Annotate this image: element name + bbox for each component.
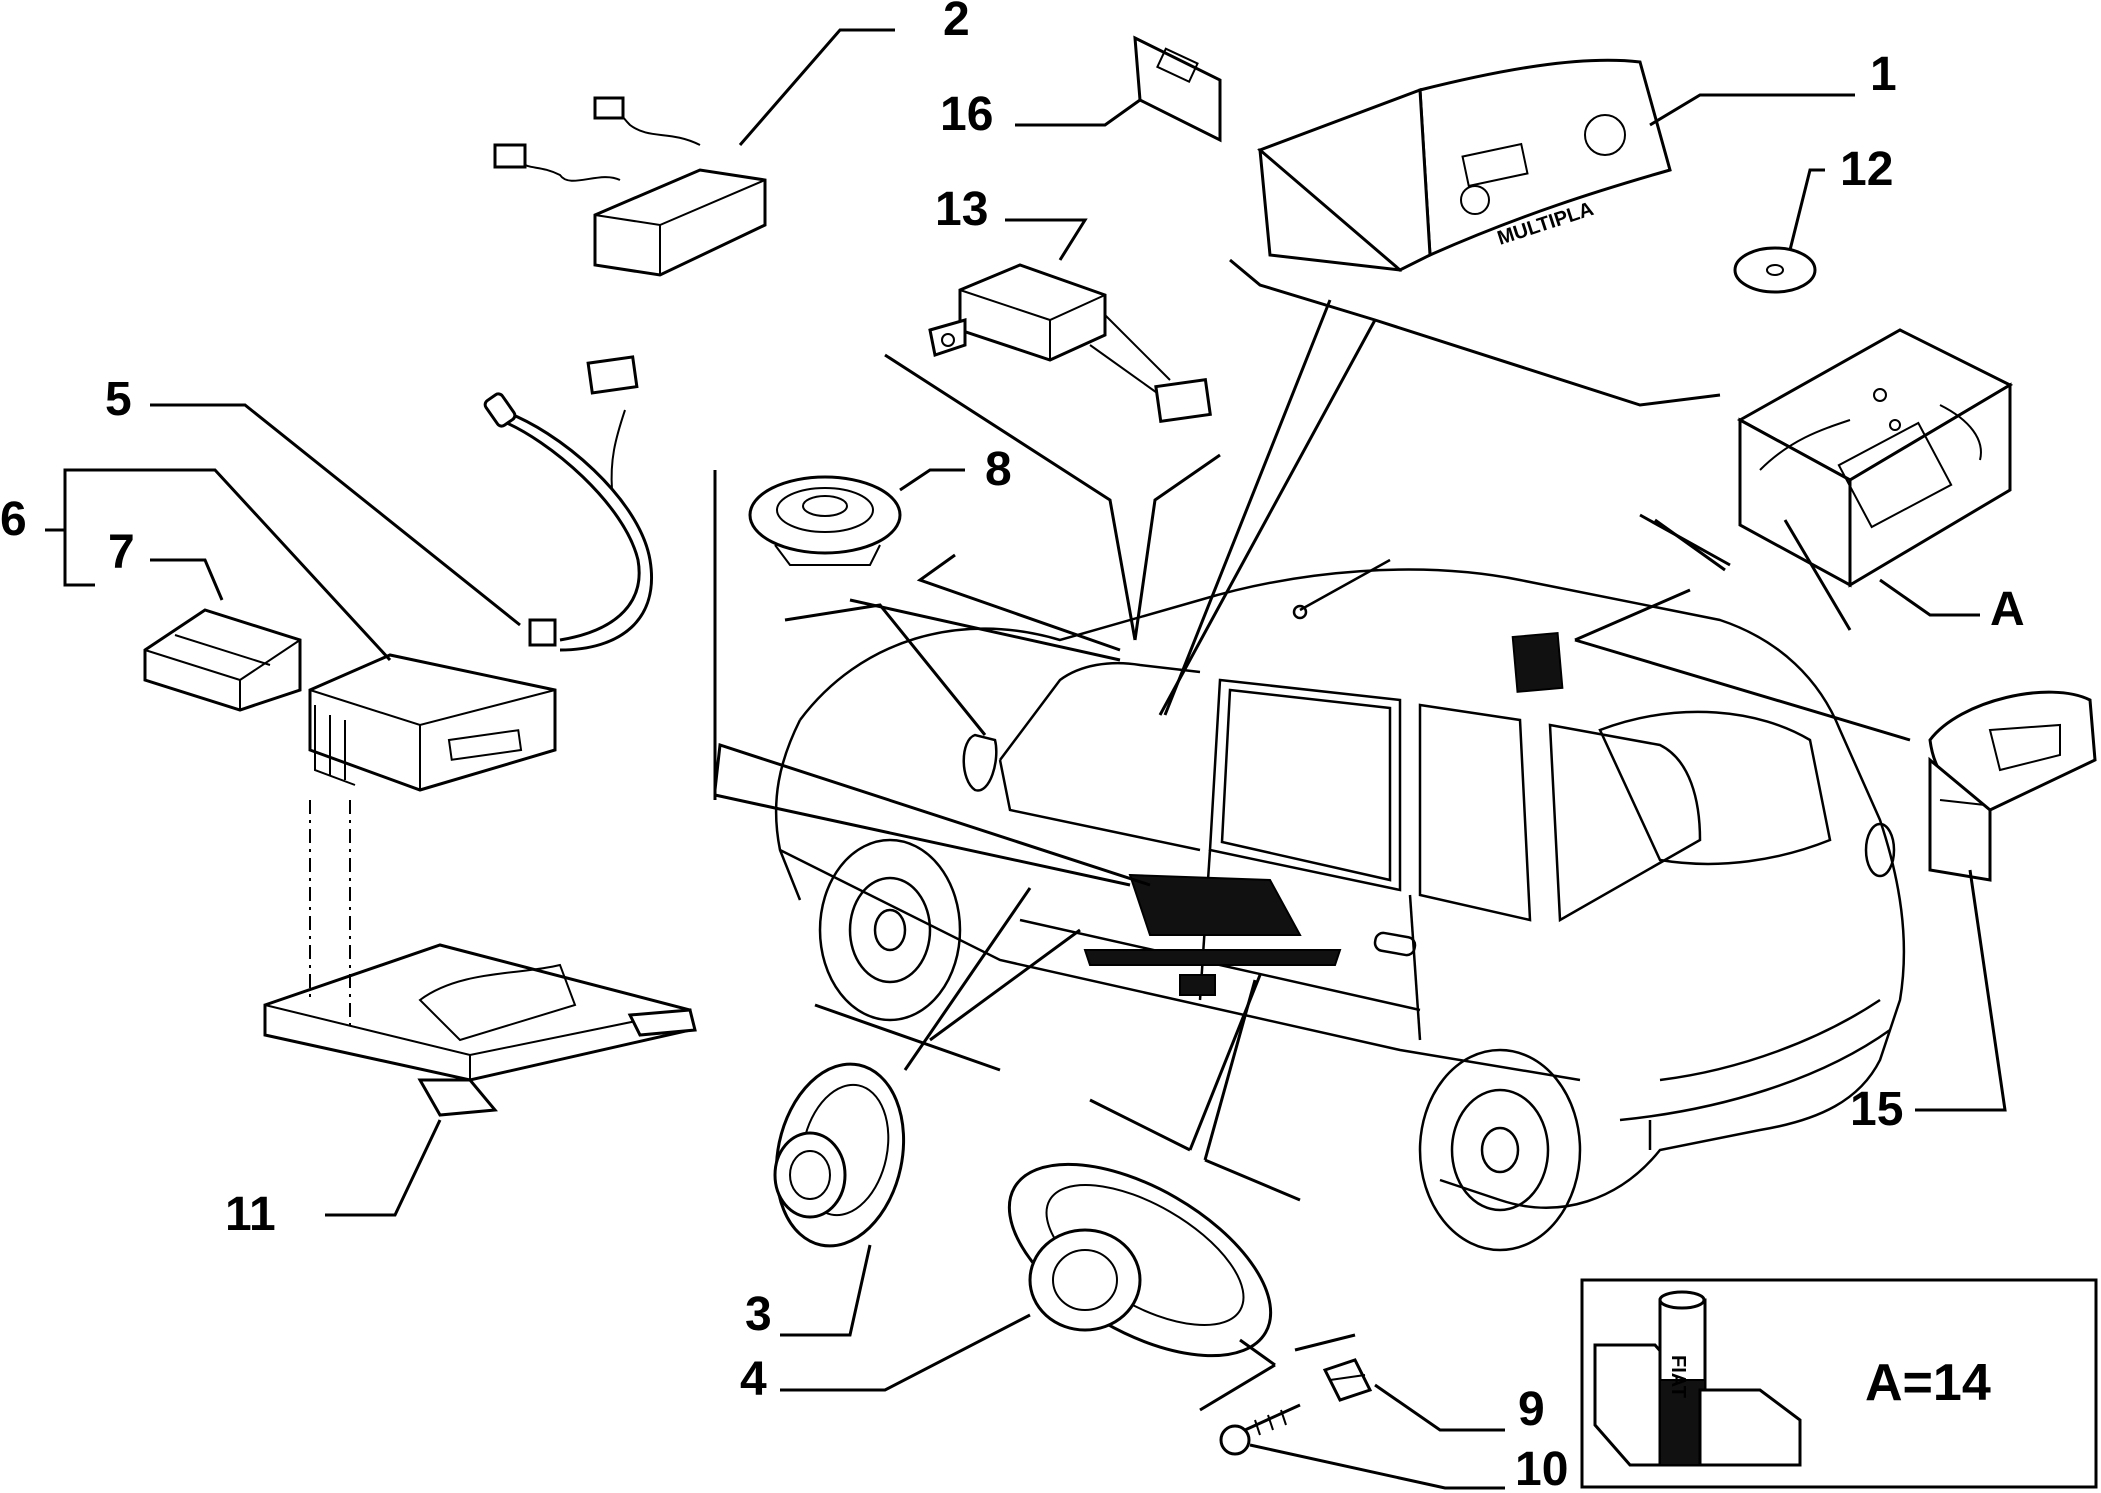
callout-11: 11 xyxy=(225,1188,276,1241)
mounting-bracket-icon xyxy=(263,800,697,1117)
module-with-cables-icon xyxy=(493,96,767,277)
legend-text: A=14 xyxy=(1865,1354,1991,1412)
speaker-oval-icon xyxy=(1007,1162,1273,1358)
radio-unit-icon: MULTIPLA xyxy=(1257,58,1672,272)
callout-13: 13 xyxy=(935,183,988,236)
callout-labels: 1 2 3 4 5 6 7 8 9 10 11 12 13 15 16 A xyxy=(0,0,2025,1493)
tweeter-icon xyxy=(748,475,902,566)
legend-box: FIAT A=14 xyxy=(1580,1278,2098,1489)
clip-icon xyxy=(1322,1358,1373,1402)
control-unit-icon xyxy=(143,608,302,712)
legend-brand-text: FIAT xyxy=(1667,1355,1689,1398)
callout-3: 3 xyxy=(745,1288,772,1341)
callout-5: 5 xyxy=(105,373,132,426)
callout-2: 2 xyxy=(943,0,970,46)
callout-12: 12 xyxy=(1840,143,1893,196)
callout-a: A xyxy=(1990,583,2025,636)
screw-icon xyxy=(1219,1403,1301,1456)
detail-a-box-icon xyxy=(1736,328,2014,588)
fiat-product-icon: FIAT xyxy=(1593,1290,1802,1467)
small-module-icon xyxy=(928,263,1212,423)
card-icon xyxy=(1133,35,1222,143)
callout-10: 10 xyxy=(1515,1443,1568,1493)
amplifier-mounted-icon xyxy=(1083,873,1342,996)
navigation-module-icon xyxy=(1928,690,2097,882)
leader-lines xyxy=(45,28,2007,1490)
callout-7: 7 xyxy=(108,526,135,579)
callout-4: 4 xyxy=(740,1353,767,1406)
antenna-cable-icon xyxy=(483,355,653,652)
callout-1: 1 xyxy=(1870,48,1897,101)
cd-disc-icon xyxy=(1733,246,1817,294)
amplifier-unit-icon xyxy=(308,653,557,792)
roof-label-patch xyxy=(1511,632,1564,693)
callout-8: 8 xyxy=(985,443,1012,496)
car-body xyxy=(774,558,1906,1252)
callout-16: 16 xyxy=(940,88,993,141)
speaker-small-icon xyxy=(773,1062,906,1248)
callout-15: 15 xyxy=(1850,1083,1903,1136)
callout-6: 6 xyxy=(0,493,27,546)
callout-9: 9 xyxy=(1518,1383,1545,1436)
